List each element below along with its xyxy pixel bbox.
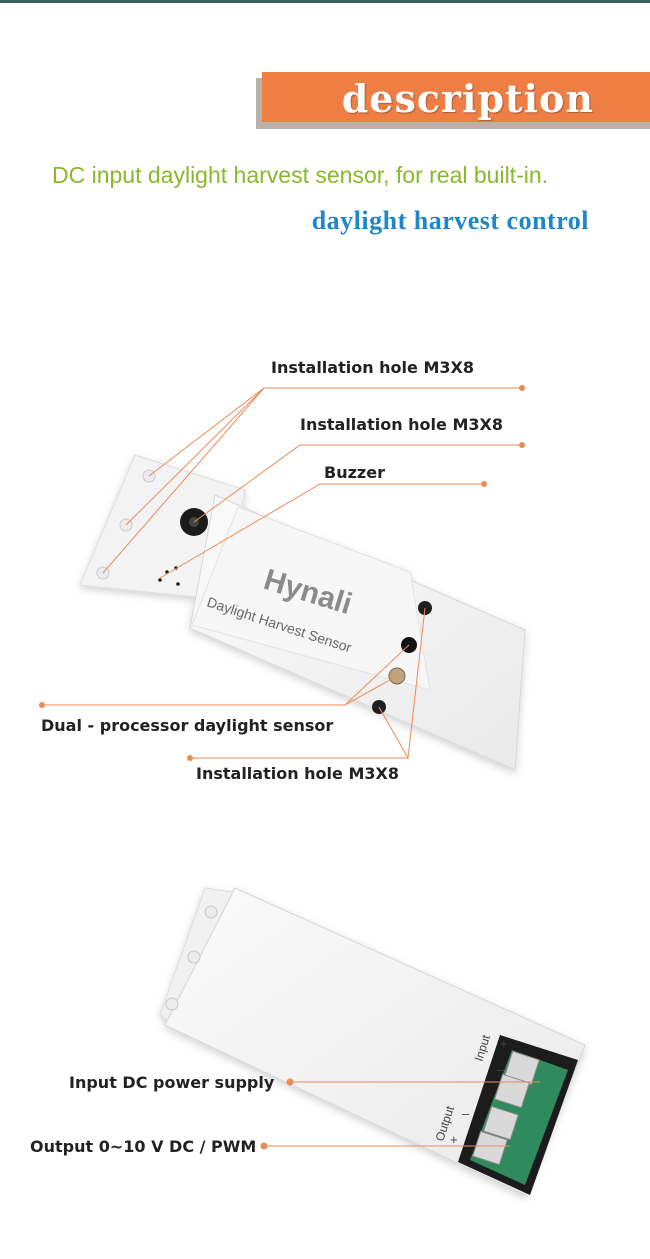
- sensor-device-top: [79, 454, 526, 771]
- callout-daylight-sensor: Dual - processor daylight sensor: [41, 716, 334, 735]
- callout-buzzer: Buzzer: [324, 463, 385, 482]
- callout-installation-hole-1: Installation hole M3X8: [271, 358, 474, 377]
- callout-lines-top: [42, 387, 522, 759]
- input-plus: +: [500, 1036, 508, 1051]
- subheading: daylight harvest control: [311, 206, 589, 235]
- callout-input-power: Input DC power supply: [69, 1073, 275, 1092]
- rear-hole-3: [165, 997, 179, 1011]
- banner-title: description: [341, 76, 594, 121]
- terminal-block: [458, 1035, 578, 1195]
- description-banner: description: [262, 72, 650, 122]
- callout-dots-bottom: [260, 1078, 294, 1150]
- callout-installation-hole-3: Installation hole M3X8: [196, 764, 399, 783]
- callout-installation-hole-2: Installation hole M3X8: [300, 415, 503, 434]
- input-minus: –: [497, 1062, 505, 1077]
- top-border: [0, 0, 650, 3]
- output-plus: +: [450, 1132, 458, 1147]
- callout-dots-top: [39, 385, 525, 761]
- output-minus: –: [462, 1106, 470, 1121]
- label-face: [191, 506, 431, 691]
- rear-hole-2: [187, 950, 201, 964]
- input-terminal-2: [494, 1073, 530, 1109]
- callout-output-signal: Output 0~10 V DC / PWM: [30, 1137, 257, 1156]
- output-terminal-1: [483, 1105, 519, 1141]
- rear-hole-1: [204, 905, 218, 919]
- callout-lines-bottom: [264, 1081, 540, 1147]
- tagline: DC input daylight harvest sensor, for re…: [52, 162, 549, 188]
- output-terminal-2: [472, 1130, 508, 1166]
